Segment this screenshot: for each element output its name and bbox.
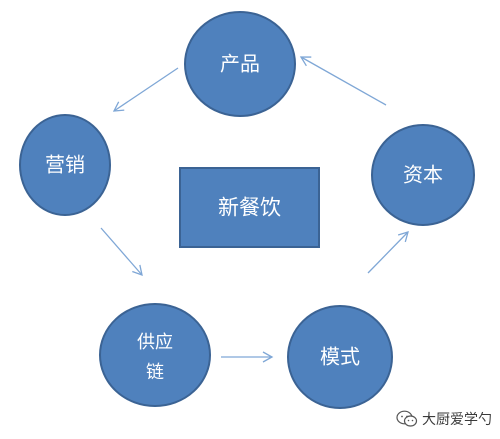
node-supply-chain-label-line1: 供应 [137,332,173,353]
node-product-label: 产品 [220,52,260,76]
node-supply-chain-label-line2: 链 [146,362,164,383]
node-marketing: 营销 [19,114,111,216]
node-model: 模式 [287,305,393,409]
center-box [179,167,320,248]
watermark-text: 大厨爱学勺 [422,412,492,428]
center-label: 新餐饮 [218,196,281,220]
arrow-product-to-marketing [112,67,179,112]
watermark: 大厨爱学勺 [396,409,492,429]
node-supply-chain: 供应 链 [99,303,211,407]
node-capital-label: 资本 [403,163,443,187]
arrow-capital-to-product [299,56,387,106]
node-marketing-label: 营销 [45,153,85,177]
node-capital: 资本 [371,124,475,226]
arrow-model-to-capital [367,231,409,274]
node-product: 产品 [184,11,296,117]
wechat-icon [396,410,418,427]
arrow-marketing-to-supply-chain [100,227,143,277]
node-model-label: 模式 [320,345,360,369]
